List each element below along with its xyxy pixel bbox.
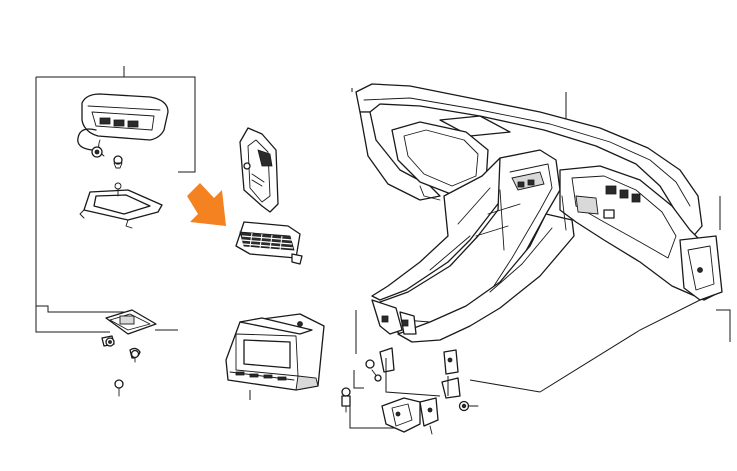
- airbag-module: [77, 93, 169, 169]
- lower-mount-brackets: [341, 347, 479, 435]
- left-group-bracket: [35, 66, 196, 333]
- center-vent-grille: [235, 221, 303, 265]
- airbag-mounting-frame: [79, 182, 163, 229]
- side-trim-panel: [239, 127, 279, 213]
- lower-bracket-assembly: [101, 309, 157, 397]
- orange-arrow-icon: [187, 183, 226, 226]
- instrument-meter-hood: [225, 313, 325, 400]
- dashboard-leaders: [349, 88, 731, 429]
- dashboard-frame: [355, 83, 723, 343]
